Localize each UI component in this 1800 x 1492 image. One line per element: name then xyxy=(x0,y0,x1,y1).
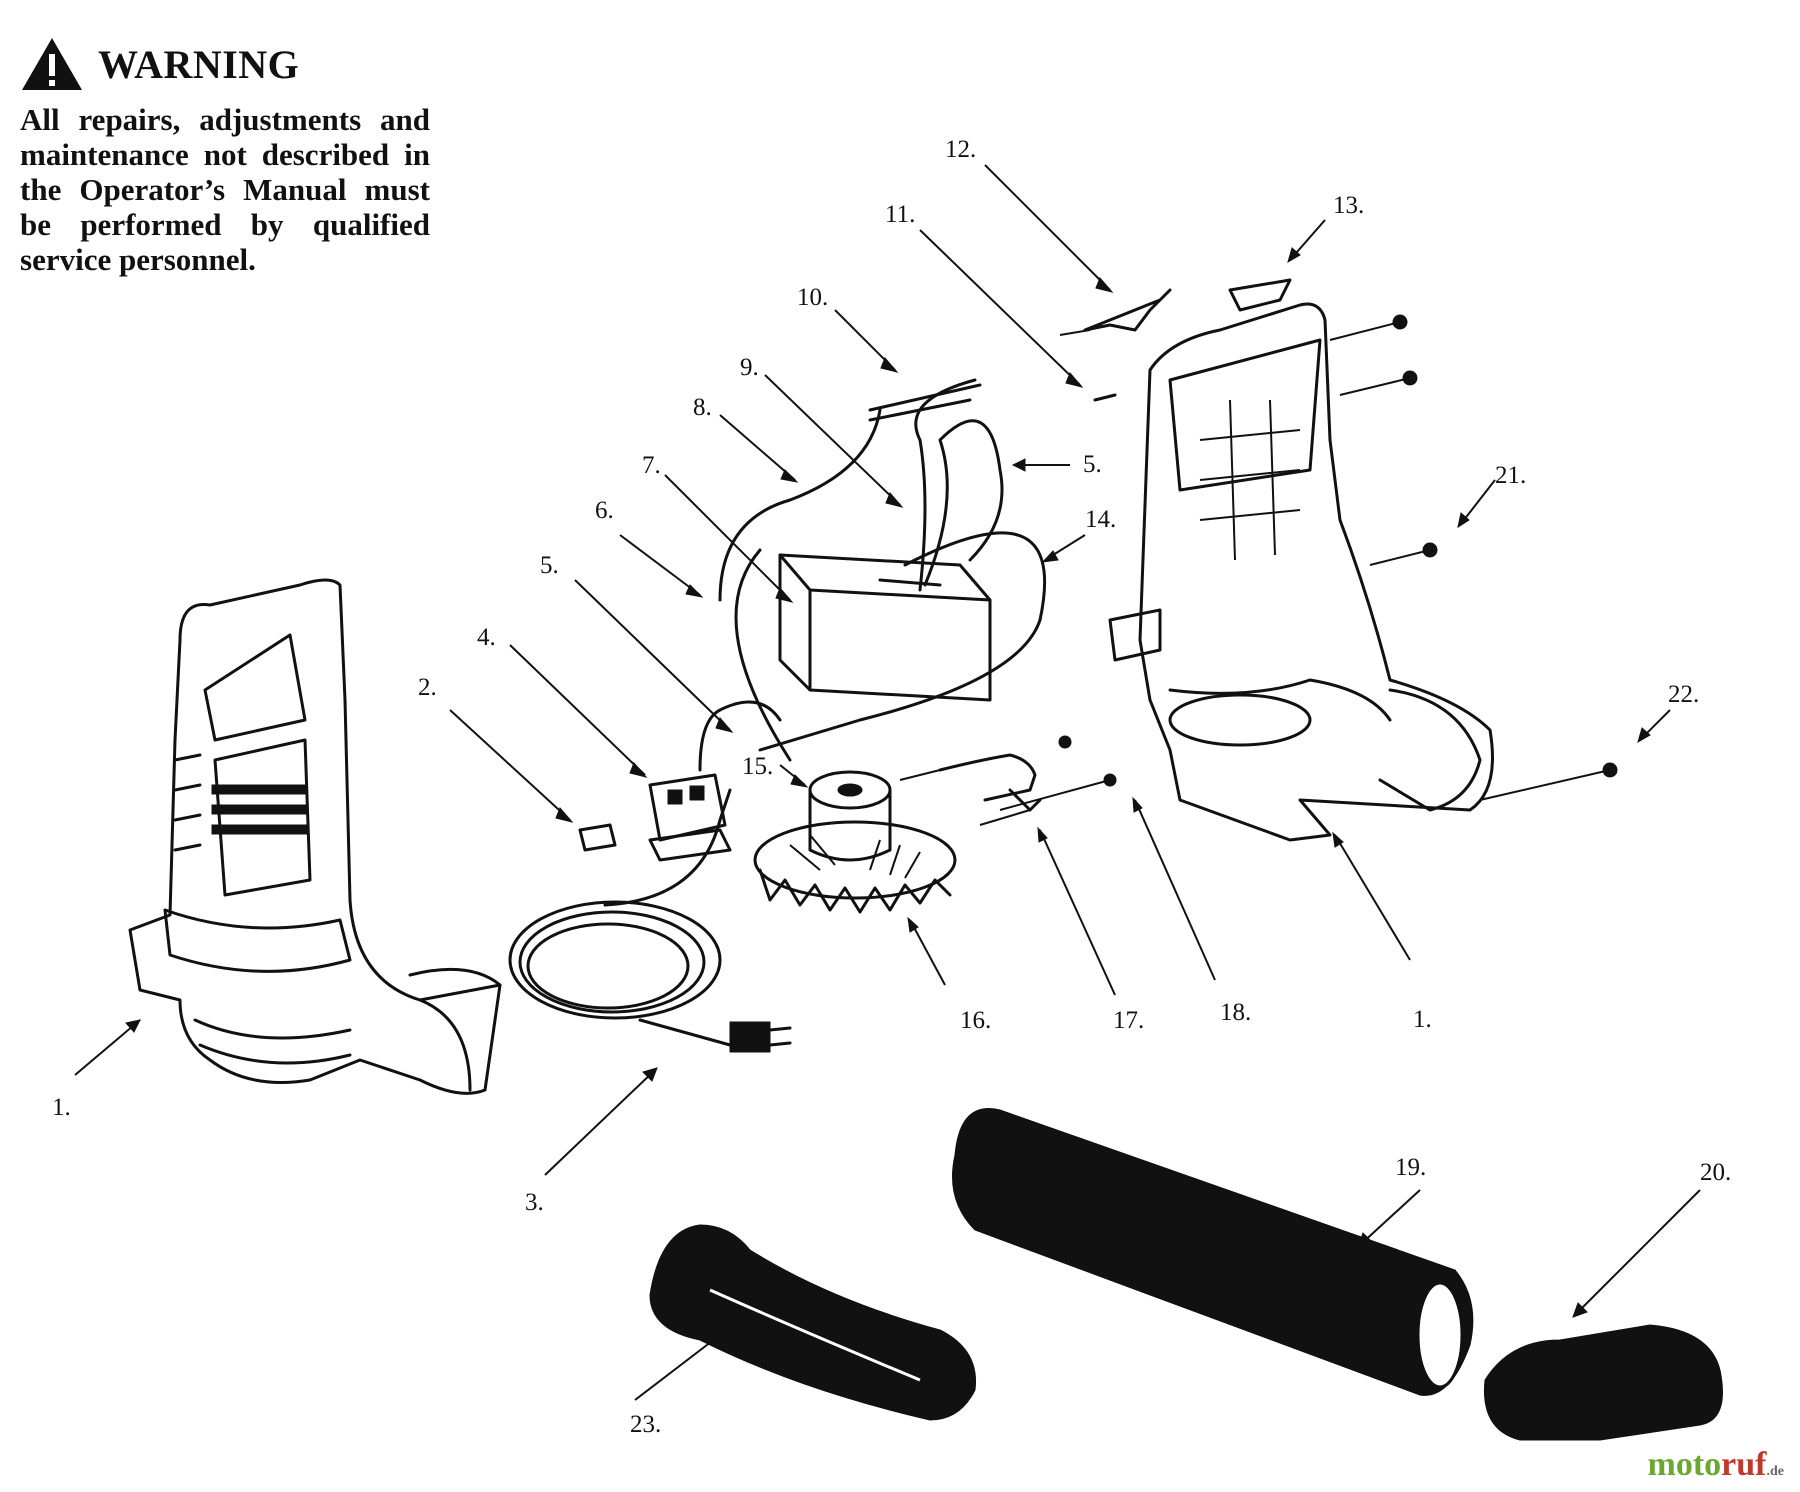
warning-text: All repairs, adjustments and maintenance… xyxy=(20,102,430,277)
battery-box-drawing xyxy=(718,378,1047,762)
callout-13: 13. xyxy=(1333,192,1364,219)
callout-10: 10. xyxy=(797,284,828,311)
warning-header: WARNING xyxy=(20,36,430,92)
callout-14: 14. xyxy=(1085,506,1116,533)
callout-17: 17. xyxy=(1113,1007,1144,1034)
watermark-suffix: .de xyxy=(1766,1464,1785,1479)
callout-6: 6. xyxy=(595,497,614,524)
callout-18: 18. xyxy=(1220,999,1251,1026)
callout-2: 2. xyxy=(418,674,437,701)
small-clips-drawing xyxy=(1059,278,1292,402)
watermark: motoruf.de xyxy=(1648,1446,1784,1484)
callout-22: 22. xyxy=(1668,681,1699,708)
callout-11: 11. xyxy=(885,201,915,228)
callout-20: 20. xyxy=(1700,1159,1731,1186)
callout-5b: 5. xyxy=(1083,451,1102,478)
callout-1-left: 1. xyxy=(52,1094,71,1121)
callout-9: 9. xyxy=(740,354,759,381)
housing-right-drawing xyxy=(1108,302,1494,842)
callout-16: 16. xyxy=(960,1007,991,1034)
warning-box: WARNING All repairs, adjustments and mai… xyxy=(20,36,430,277)
power-cord-drawing xyxy=(508,788,792,1053)
screws-drawing xyxy=(1329,314,1618,801)
callout-1-right: 1. xyxy=(1413,1006,1432,1033)
callout-4: 4. xyxy=(477,624,496,651)
switch-drawing xyxy=(578,700,782,862)
callout-23: 23. xyxy=(630,1411,661,1438)
callout-12: 12. xyxy=(945,136,976,163)
callout-labels: 1. 2. 3. 4. 5. 6. 7. 8. 9. 10. 11. 12. 1… xyxy=(52,136,1731,1438)
callout-3: 3. xyxy=(525,1189,544,1216)
callout-5: 5. xyxy=(540,552,559,579)
watermark-part1: moto xyxy=(1647,1446,1722,1483)
warning-triangle-icon xyxy=(22,38,82,90)
callout-19: 19. xyxy=(1395,1154,1426,1181)
motor-fan-drawing xyxy=(753,770,957,914)
callout-8: 8. xyxy=(693,394,712,421)
callout-21: 21. xyxy=(1495,462,1526,489)
tubes-drawing xyxy=(649,1108,1723,1441)
callout-15: 15. xyxy=(742,753,773,780)
warning-title: WARNING xyxy=(98,41,300,87)
watermark-part2: ruf xyxy=(1721,1446,1767,1483)
callout-7: 7. xyxy=(642,452,661,479)
leader-arrows xyxy=(74,164,1701,1401)
brush-clips-drawing xyxy=(899,735,1117,826)
housing-left-drawing xyxy=(128,578,502,1095)
